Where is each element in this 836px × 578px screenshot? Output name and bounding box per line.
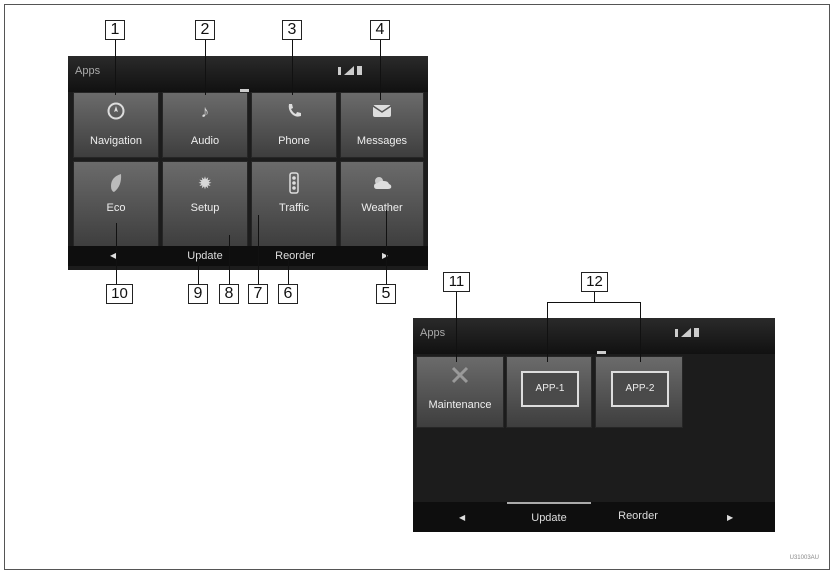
page-left-button[interactable]: ◀	[110, 251, 117, 260]
tile-label: Setup	[190, 202, 220, 214]
tile-navigation[interactable]: Navigation	[73, 92, 159, 158]
callout-line-8	[229, 235, 230, 286]
tile-label: Navigation	[90, 135, 142, 147]
battery-icon	[694, 328, 699, 337]
tile-traffic[interactable]: Traffic	[251, 161, 337, 247]
wrench-icon	[417, 364, 503, 386]
envelope-icon	[341, 100, 423, 122]
battery-icon	[357, 66, 362, 75]
page-left-button[interactable]: ◀	[459, 513, 466, 522]
callout-line-10	[116, 223, 117, 286]
screen-title: Apps	[420, 327, 446, 339]
traffic-light-icon	[252, 172, 336, 194]
callout-4: 4	[370, 20, 390, 40]
status-icons	[338, 66, 362, 75]
callout-6: 6	[278, 284, 298, 304]
bottom-bar: ◀ Update Reorder ▶	[413, 502, 775, 532]
callout-5: 5	[376, 284, 396, 304]
app-2-label: APP-2	[611, 371, 669, 407]
callout-line-9	[198, 257, 199, 286]
tile-phone[interactable]: Phone	[251, 92, 337, 158]
tile-label: Phone	[278, 135, 310, 147]
cloud-sun-icon	[341, 172, 423, 194]
phone-icon	[252, 100, 336, 122]
tile-messages[interactable]: Messages	[340, 92, 424, 158]
top-bar: Apps	[413, 318, 775, 354]
callout-line-11	[456, 292, 457, 362]
compass-icon	[74, 100, 158, 122]
tile-setup[interactable]: ✹ Setup	[162, 161, 248, 247]
tile-label: Traffic	[279, 202, 309, 214]
callout-line-12-bar	[547, 302, 641, 303]
callout-9: 9	[188, 284, 208, 304]
bluetooth-icon	[675, 329, 678, 337]
callout-line-3	[292, 40, 293, 95]
callout-3: 3	[282, 20, 302, 40]
tile-label: Eco	[106, 202, 126, 214]
page-indicator	[597, 351, 606, 354]
reorder-button[interactable]: Reorder	[275, 250, 315, 262]
status-icons	[675, 328, 699, 337]
leaf-icon	[74, 172, 158, 194]
callout-line-2	[205, 40, 206, 95]
bottom-bar: ◀ Update Reorder ▶	[68, 246, 428, 266]
callout-line-12	[594, 292, 595, 302]
gear-icon: ✹	[197, 173, 213, 193]
reference-code: U31003AU	[789, 555, 819, 561]
music-note-icon: ♪	[200, 101, 210, 121]
app-1-label: APP-1	[521, 371, 579, 407]
tile-weather[interactable]: Weather	[340, 161, 424, 247]
apps-screen-main: Apps Navigation ♪ Audio Phone	[68, 56, 428, 270]
callout-line-4	[380, 40, 381, 100]
callout-11: 11	[443, 272, 470, 292]
top-bar: Apps	[68, 56, 428, 92]
page-indicator	[240, 89, 249, 92]
tile-label: Messages	[356, 135, 408, 147]
apps-screen-additional: Apps Maintenance APP-1 APP-2 ◀ Update Re…	[413, 318, 775, 532]
callout-line-1	[115, 40, 116, 95]
callout-8: 8	[219, 284, 239, 304]
tile-maintenance[interactable]: Maintenance	[416, 356, 504, 428]
callout-line-6	[288, 260, 289, 286]
update-button[interactable]: Update	[187, 250, 223, 262]
callout-2: 2	[195, 20, 215, 40]
callout-line-5	[386, 210, 387, 286]
tile-app-1[interactable]: APP-1	[506, 356, 592, 428]
reorder-button[interactable]: Reorder	[618, 510, 658, 522]
callout-1: 1	[105, 20, 125, 40]
tile-audio[interactable]: ♪ Audio	[162, 92, 248, 158]
tile-label: Audio	[190, 135, 220, 147]
tile-app-2[interactable]: APP-2	[595, 356, 683, 428]
update-button[interactable]: Update	[507, 502, 591, 532]
callout-12: 12	[581, 272, 608, 292]
callout-line-12-right	[640, 302, 641, 362]
figure-frame: Apps Navigation ♪ Audio Phone	[4, 4, 830, 570]
callout-10: 10	[106, 284, 133, 304]
screen-title: Apps	[75, 65, 101, 77]
callout-7: 7	[248, 284, 268, 304]
callout-line-7	[258, 215, 259, 286]
page-right-button[interactable]: ▶	[382, 246, 388, 266]
bluetooth-icon	[338, 67, 341, 75]
tile-label: Maintenance	[428, 399, 492, 411]
signal-icon	[344, 66, 354, 75]
callout-line-12-left	[547, 302, 548, 362]
page-right-button[interactable]: ▶	[727, 513, 734, 522]
signal-icon	[681, 328, 691, 337]
tile-label: Weather	[361, 202, 403, 214]
